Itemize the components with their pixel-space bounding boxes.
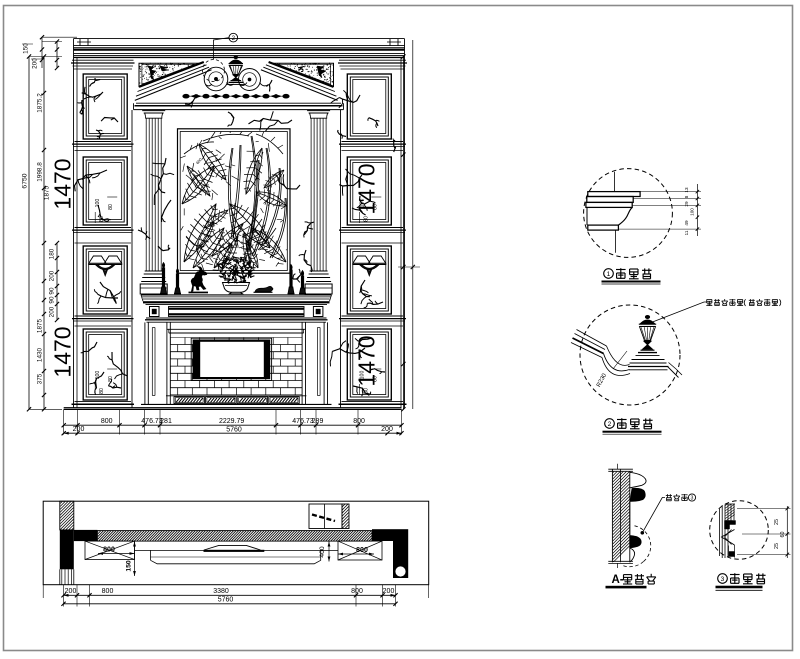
svg-text:1: 1 [607, 271, 611, 278]
svg-text:5760: 5760 [226, 426, 242, 433]
svg-text:3380: 3380 [213, 588, 229, 595]
svg-text:200: 200 [32, 58, 39, 69]
svg-text:60: 60 [780, 532, 786, 538]
svg-text:80: 80 [372, 376, 378, 382]
svg-text:281: 281 [160, 418, 172, 425]
svg-text:80: 80 [363, 388, 369, 394]
svg-text:1430: 1430 [37, 347, 44, 362]
svg-text:100: 100 [690, 208, 695, 216]
svg-text:3: 3 [721, 576, 725, 583]
svg-text:80: 80 [372, 204, 378, 210]
svg-text:1470: 1470 [354, 163, 380, 214]
svg-text:200: 200 [49, 306, 56, 317]
svg-text:100: 100 [95, 199, 101, 208]
svg-text:90: 90 [49, 287, 56, 295]
svg-text:6750: 6750 [22, 173, 29, 188]
svg-text:1470: 1470 [50, 158, 76, 209]
svg-text:400: 400 [319, 546, 326, 558]
svg-text:800: 800 [356, 547, 368, 554]
svg-text:3: 3 [691, 495, 694, 501]
svg-text:A-: A- [612, 574, 624, 586]
svg-text:2229.79: 2229.79 [219, 418, 244, 425]
svg-text:2: 2 [608, 421, 612, 428]
svg-text:1470: 1470 [50, 326, 76, 377]
svg-text:13: 13 [684, 187, 689, 193]
svg-text:1875: 1875 [44, 185, 51, 200]
svg-text:800: 800 [103, 547, 115, 554]
svg-text:1875: 1875 [37, 318, 44, 333]
svg-text:375: 375 [37, 373, 44, 384]
svg-text:200: 200 [383, 588, 395, 595]
svg-text:150: 150 [23, 43, 30, 54]
svg-text:150: 150 [126, 560, 133, 572]
svg-text:11: 11 [684, 230, 689, 235]
svg-text:25: 25 [774, 519, 780, 525]
svg-text:476.73: 476.73 [141, 418, 163, 425]
svg-text:800: 800 [102, 588, 114, 595]
svg-text:200: 200 [381, 426, 393, 433]
svg-text:800: 800 [101, 418, 113, 425]
svg-text:5760: 5760 [218, 597, 234, 604]
svg-text:90: 90 [49, 296, 56, 304]
svg-text:1875.2: 1875.2 [37, 93, 44, 113]
svg-text:800: 800 [351, 588, 363, 595]
svg-text:8: 8 [684, 195, 689, 198]
svg-text:200: 200 [73, 426, 85, 433]
svg-text:100: 100 [95, 371, 101, 380]
svg-text:476.73: 476.73 [292, 418, 314, 425]
svg-text:1470: 1470 [354, 335, 380, 386]
svg-text:289: 289 [312, 418, 324, 425]
svg-text:100: 100 [359, 371, 365, 380]
svg-text:2: 2 [232, 36, 236, 42]
svg-text:80: 80 [363, 216, 369, 222]
svg-text:80: 80 [108, 204, 114, 210]
svg-text:200: 200 [49, 270, 56, 281]
svg-text:600: 600 [195, 156, 204, 165]
svg-text:200: 200 [65, 588, 77, 595]
svg-text:29: 29 [684, 201, 689, 207]
svg-text:1998.8: 1998.8 [37, 162, 44, 182]
svg-text:49: 49 [684, 220, 689, 226]
svg-text:800: 800 [353, 418, 365, 425]
svg-text:25: 25 [774, 543, 780, 549]
svg-text:80: 80 [99, 388, 105, 394]
svg-text:180: 180 [49, 248, 56, 259]
